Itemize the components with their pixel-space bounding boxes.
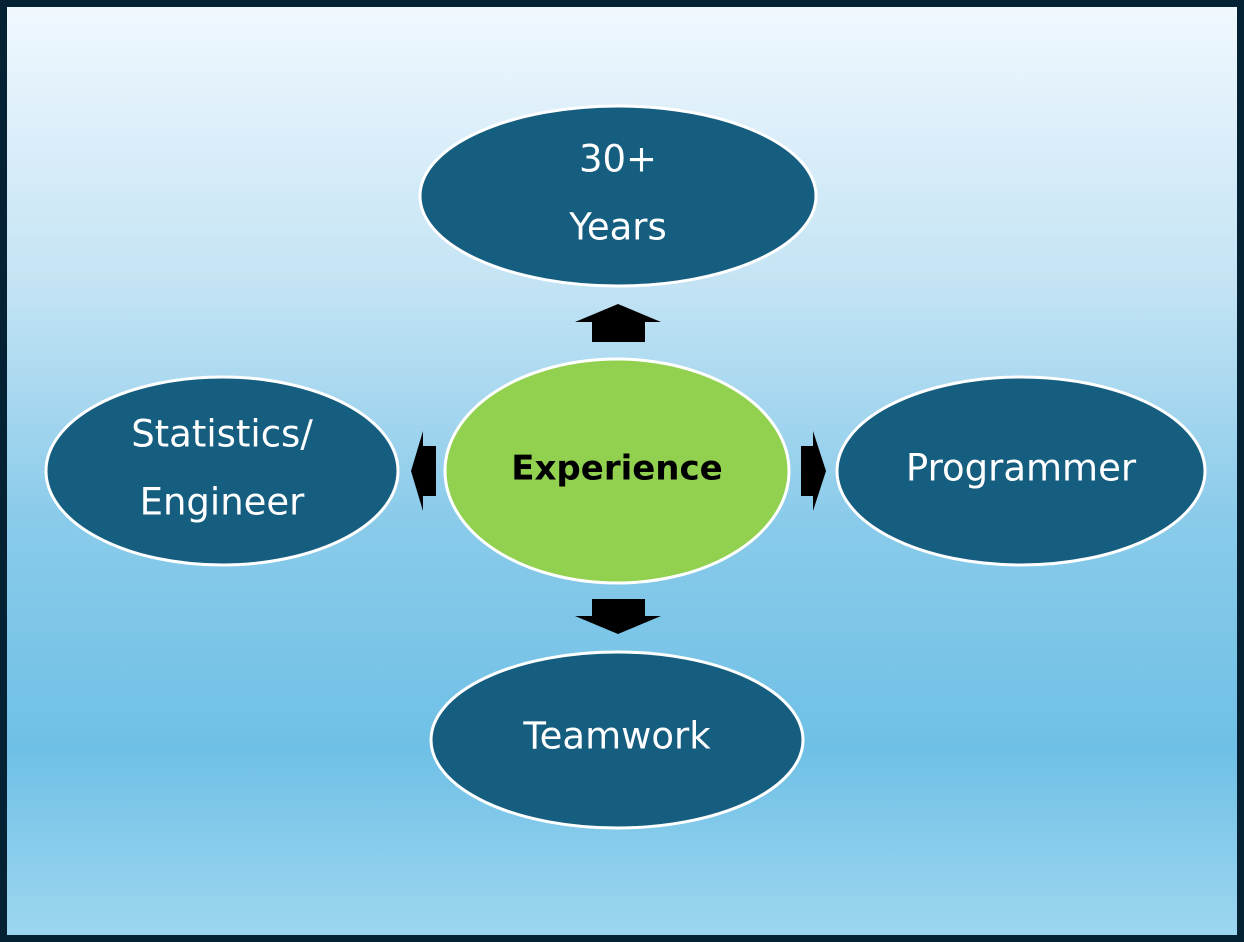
arrow-right-icon [801,431,826,511]
node-statistics-shape [44,375,400,567]
node-years: 30+ Years [418,104,818,288]
arrow-left-icon [411,431,436,511]
node-years-shape [418,104,818,288]
node-experience-shape [443,357,791,585]
node-teamwork-label: Teamwork [522,715,711,758]
node-teamwork-shape [429,650,805,830]
node-teamwork: Teamwork [429,650,805,830]
node-experience-label: Experience [511,449,722,489]
node-statistics-line1: Statistics/ [131,413,313,456]
arrow-down-icon [575,599,661,634]
arrow-up-icon [575,304,661,342]
node-programmer-shape [835,375,1207,567]
node-years-line2: Years [568,206,667,249]
node-programmer-label: Programmer [906,447,1137,490]
node-statistics-line2: Engineer [140,481,306,524]
node-programmer: Programmer [835,375,1207,567]
node-statistics-engineer: Statistics/ Engineer [44,375,400,567]
node-experience: Experience [443,357,791,585]
node-years-line1: 30+ [579,138,657,181]
